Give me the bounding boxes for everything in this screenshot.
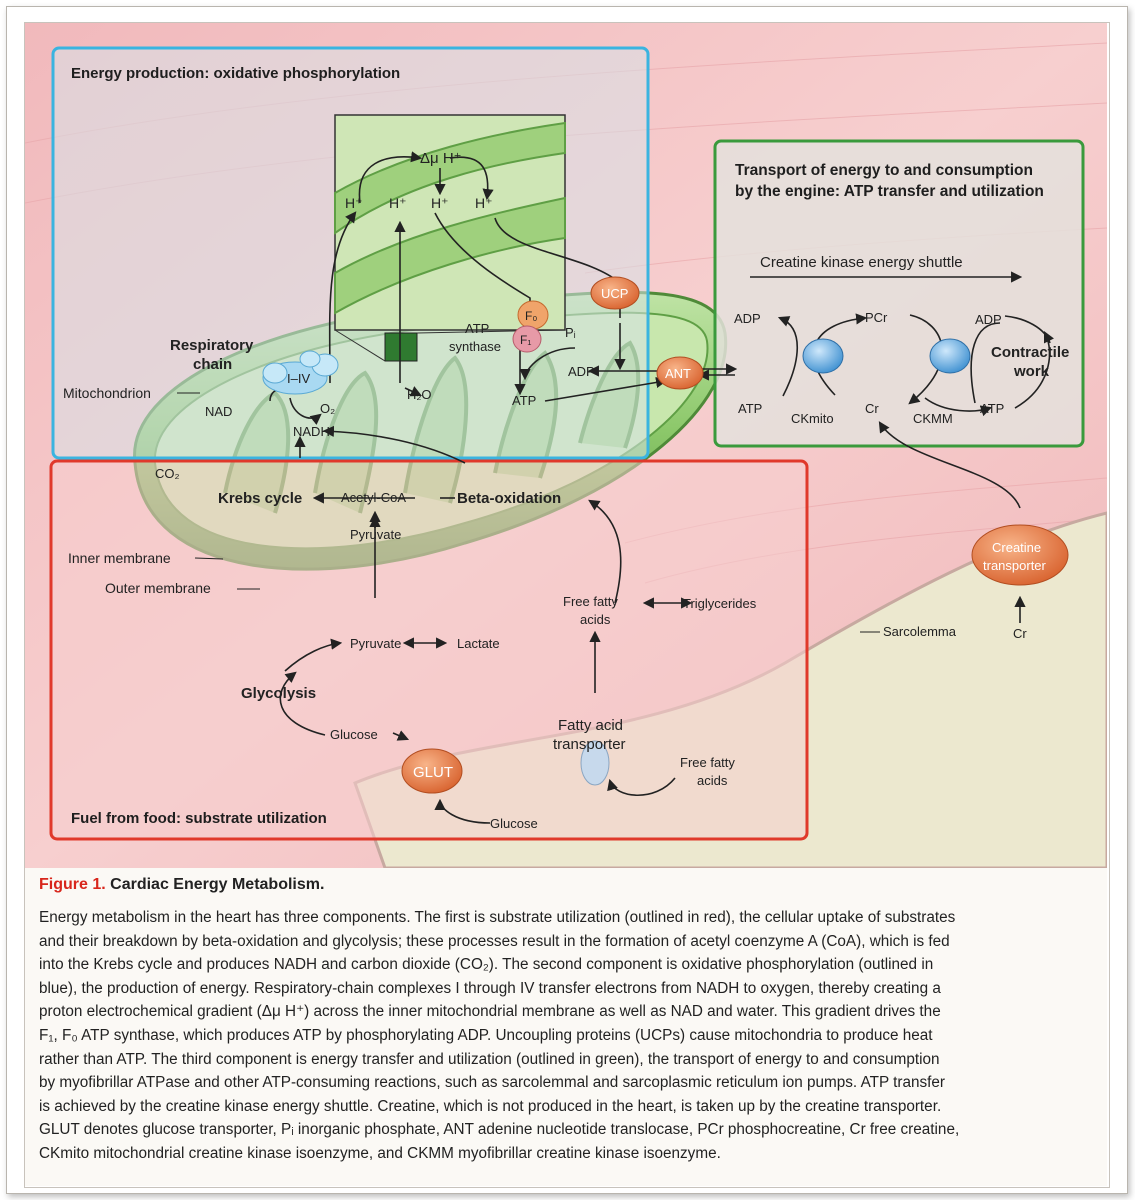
label-adp: ADP <box>568 364 595 379</box>
label-nadh: NADH <box>293 424 330 439</box>
f1-subunit <box>512 325 542 353</box>
caption-title: Figure 1. Cardiac Energy Metabolism. <box>39 876 324 894</box>
ucp-protein <box>590 276 640 310</box>
caption-line: by myofibrillar ATPase and other ATP-con… <box>39 1074 946 1092</box>
oxphos-panel-title: Energy production: oxidative phosphoryla… <box>71 65 400 82</box>
label-pyruvate: Pyruvate <box>350 636 401 651</box>
ck-mm-enzyme <box>929 338 971 374</box>
caption-line: and their breakdown by beta-oxidation an… <box>39 932 950 950</box>
label-f1: F₁ <box>520 333 531 347</box>
label-free-fatty-acids-extracellular: Free fatty <box>680 755 735 770</box>
label-free-fatty-acids-extracellular: acids <box>697 773 728 788</box>
caption-line: is achieved by the creatine kinase energ… <box>39 1097 942 1115</box>
figure-inner-frame <box>24 22 1110 1188</box>
label-beta-oxidation: Beta-oxidation <box>457 490 561 507</box>
zoom-guide-line <box>334 329 386 362</box>
transport-panel <box>713 139 1085 448</box>
label-h2o: H₂O <box>407 387 432 402</box>
label-adp-right: ADP <box>975 312 1002 327</box>
fatty-acid-transporter-protein <box>580 740 610 786</box>
label-free-fatty-acids: Free fatty <box>563 594 618 609</box>
transport-panel-title: Transport of energy to and consumption <box>735 162 1033 179</box>
label-atp-right: ATP <box>980 401 1004 416</box>
metabolism-diagram: Energy production: oxidative phosphoryla… <box>25 23 1107 868</box>
label-pi: Pᵢ <box>565 325 576 340</box>
label-outer-membrane: Outer membrane <box>105 580 211 596</box>
label-free-fatty-acids: acids <box>580 612 611 627</box>
zoom-membrane-layer <box>334 121 566 235</box>
figure-label: Figure 1. <box>39 876 106 893</box>
label-ck-mm: CKMM <box>913 411 953 426</box>
creatine-transporter <box>971 524 1069 586</box>
label-creatine-transporter: transporter <box>983 558 1047 573</box>
fuel-panel <box>49 459 809 841</box>
label-krebs-cycle: Krebs cycle <box>218 490 302 507</box>
label-ant: ANT <box>665 366 691 381</box>
label-ck-mito: CKmito <box>791 411 834 426</box>
pathway-arrows <box>269 151 1055 824</box>
label-pyruvate-mito: Pyruvate <box>350 527 401 542</box>
label-glycolysis: Glycolysis <box>241 685 316 702</box>
label-complex: I–IV <box>287 371 310 386</box>
label-ucp: UCP <box>601 286 628 301</box>
label-atp-synthase: synthase <box>449 339 501 354</box>
label-f0: F₀ <box>525 309 537 323</box>
label-h-plus: H⁺ <box>431 195 449 211</box>
figure-caption: Figure 1. Cardiac Energy Metabolism. Ene… <box>25 868 1107 1186</box>
label-h-plus: H⁺ <box>389 195 407 211</box>
label-fatty-acid-transporter: transporter <box>553 736 626 753</box>
label-contractile-work: Contractile <box>991 344 1069 361</box>
label-pcr: PCr <box>865 310 888 325</box>
glut-transporter <box>401 748 463 794</box>
label-glucose-extracellular: Glucose <box>490 816 538 831</box>
caption-line: rather than ATP. The third component is … <box>39 1050 940 1068</box>
label-cr: Cr <box>865 401 879 416</box>
figure-title: Cardiac Energy Metabolism. <box>110 876 325 893</box>
caption-line: blue), the production of energy. Respira… <box>39 979 941 997</box>
label-mitochondrion: Mitochondrion <box>63 385 151 401</box>
ck-mito-enzyme <box>802 338 844 374</box>
label-atp: ATP <box>512 393 536 408</box>
label-lactate: Lactate <box>457 636 500 651</box>
caption-line: into the Krebs cycle and produces NADH a… <box>39 956 934 974</box>
zoom-membrane-layer <box>334 196 566 315</box>
label-ck-shuttle: Creatine kinase energy shuttle <box>760 254 963 271</box>
caption-line: GLUT denotes glucose transporter, Pᵢ ino… <box>39 1121 960 1139</box>
caption-line: Energy metabolism in the heart has three… <box>39 909 956 926</box>
label-co2: CO₂ <box>155 466 180 481</box>
label-h-plus: H⁺ <box>345 195 363 211</box>
fuel-panel-title: Fuel from food: substrate utilization <box>71 810 327 827</box>
label-atp-synthase: ATP <box>465 321 489 336</box>
label-creatine-transporter: Creatine <box>992 540 1041 555</box>
label-adp-left: ADP <box>734 311 761 326</box>
label-nad: NAD <box>205 404 232 419</box>
label-atp-left: ATP <box>738 401 762 416</box>
label-delta-mu-h: Δμ H⁺ <box>420 150 462 167</box>
zoom-guide-line <box>416 329 566 334</box>
respiratory-complex <box>262 350 339 395</box>
caption-body: Energy metabolism in the heart has three… <box>39 906 1099 1166</box>
label-triglycerides: Triglycerides <box>683 596 757 611</box>
caption-line: proton electrochemical gradient (Δμ H⁺) … <box>39 1003 941 1021</box>
caption-line: CKmito mitochondrial creatine kinase iso… <box>39 1144 721 1162</box>
label-acetyl-coa: Acetyl-CoA <box>341 490 406 505</box>
label-h-plus: H⁺ <box>475 195 493 211</box>
label-glucose-cytosol: Glucose <box>330 727 378 742</box>
leader-lines <box>177 392 880 633</box>
label-contractile-work: work <box>1013 363 1050 380</box>
caption-line: F₁, F₀ ATP synthase, which produces ATP … <box>39 1026 933 1044</box>
label-cr-extracellular: Cr <box>1013 626 1027 641</box>
zoom-source-box <box>384 332 418 362</box>
label-inner-membrane: Inner membrane <box>68 550 171 566</box>
label-sarcolemma: Sarcolemma <box>883 624 957 639</box>
label-glut: GLUT <box>413 764 453 781</box>
label-fatty-acid-transporter: Fatty acid <box>558 717 623 734</box>
label-respiratory-chain: chain <box>193 356 232 373</box>
ant-protein <box>656 356 704 390</box>
transport-panel-title: by the engine: ATP transfer and utilizat… <box>735 183 1044 200</box>
label-o2: O₂ <box>320 401 335 416</box>
label-respiratory-chain: Respiratory <box>170 337 254 354</box>
